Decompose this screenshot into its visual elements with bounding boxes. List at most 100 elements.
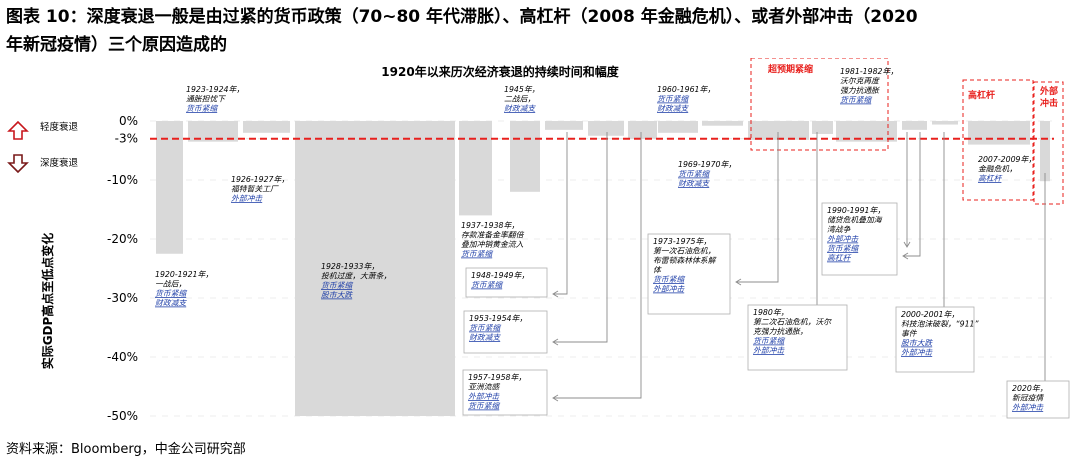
annotation-line: 通胀担忧下 bbox=[186, 95, 226, 104]
annotation-cause-link: 财政减支 bbox=[504, 104, 536, 113]
bar-1960-1961 bbox=[658, 121, 698, 133]
annotation-line: 科技泡沫破裂，“911” bbox=[901, 320, 979, 329]
bar-1981-1982 bbox=[836, 121, 897, 142]
annotation-title: 1945年， bbox=[504, 85, 539, 94]
bar-1953-1954 bbox=[588, 121, 624, 136]
annotation-1948-1949: 1948-1949年，货币紧缩 bbox=[465, 267, 548, 298]
connector-line bbox=[553, 132, 642, 399]
annotation-box bbox=[821, 202, 898, 276]
annotation-line: 第一次石油危机， bbox=[653, 247, 715, 256]
y-tick-label: -40% bbox=[107, 350, 138, 364]
bar-1957-1958 bbox=[628, 121, 657, 139]
annotation-cause-link: 外部冲击 bbox=[901, 348, 933, 357]
annotation-title: 1990-1991年， bbox=[827, 206, 885, 215]
chart-title: 1920年以来历次经济衰退的持续时间和幅度 bbox=[381, 64, 619, 79]
annotation-line: 一战后， bbox=[155, 280, 186, 289]
bar-2000-2001 bbox=[932, 121, 958, 125]
bar-1948-1949 bbox=[545, 121, 583, 130]
legend-deep: 深度衰退 bbox=[40, 157, 79, 169]
y-tick-label: -50% bbox=[107, 409, 138, 423]
annotation-cause-link: 货币紧缩 bbox=[827, 244, 859, 253]
connector-arrowhead bbox=[552, 290, 559, 298]
annotation-box bbox=[465, 267, 548, 298]
annotation-title: 2007-2009年， bbox=[978, 155, 1036, 164]
bar-1937-1938 bbox=[459, 121, 492, 216]
arrow-up-icon bbox=[7, 120, 29, 140]
annotation-line: 体 bbox=[653, 266, 662, 275]
annotation-cause-link: 货币紧缩 bbox=[468, 402, 500, 411]
annotation-title: 1926-1927年， bbox=[231, 175, 289, 184]
annotation-cause-link: 外部冲击 bbox=[653, 285, 685, 294]
annotation-line: 金融危机， bbox=[978, 165, 1017, 174]
annotation-cause-link: 财政减支 bbox=[469, 333, 501, 342]
annotation-cause-link: 货币紧缩 bbox=[840, 96, 872, 105]
annotation-title: 1969-1970年， bbox=[678, 160, 736, 169]
annotation-title: 2020年， bbox=[1012, 384, 1047, 393]
connector-line bbox=[903, 132, 921, 257]
connector-arrowhead bbox=[552, 338, 559, 346]
annotation-title: 1928-1933年， bbox=[321, 262, 379, 271]
annotation-cause-link: 外部冲击 bbox=[231, 194, 263, 203]
annotation-title: 1960-1961年， bbox=[657, 85, 715, 94]
annotation-line: 沃尔克再度 bbox=[840, 77, 880, 86]
connector-arrowhead bbox=[902, 252, 909, 260]
red-box bbox=[962, 79, 1034, 201]
y-tick-label: -20% bbox=[107, 232, 138, 246]
annotation-cause-link: 财政减支 bbox=[678, 179, 710, 188]
connector-line bbox=[553, 132, 608, 343]
annotation-line: 二战后， bbox=[504, 95, 535, 104]
annotation-title: 1937-1938年， bbox=[461, 221, 519, 230]
annotation-title: 1948-1949年， bbox=[471, 271, 529, 280]
annotation-2007-2009: 2007-2009年，金融危机，高杠杆 bbox=[978, 155, 1036, 183]
bar-1980 bbox=[812, 121, 833, 134]
bar-1920-1921 bbox=[156, 121, 183, 254]
bar-1969-1970 bbox=[702, 121, 743, 126]
annotation-cause-link: 股市大跌 bbox=[321, 291, 353, 300]
red-box bbox=[750, 58, 889, 151]
annotation-cause-link: 货币紧缩 bbox=[321, 281, 353, 290]
annotation-box bbox=[747, 304, 848, 371]
bar-1926-1927 bbox=[243, 121, 290, 133]
annotation-title: 1980年， bbox=[753, 308, 788, 317]
annotation-cause-link: 财政减支 bbox=[657, 104, 689, 113]
bar-1973-1975 bbox=[748, 121, 809, 140]
annotation-1945: 1945年，二战后，财政减支 bbox=[504, 85, 539, 113]
annotation-line: 亚洲流感 bbox=[468, 383, 500, 392]
annotation-line: 湾战争 bbox=[827, 225, 852, 234]
annotation-cause-link: 货币紧缩 bbox=[461, 250, 493, 259]
annotation-cause-link: 高杠杆 bbox=[827, 254, 852, 263]
annotation-cause-link: 货币紧缩 bbox=[678, 170, 710, 179]
y-axis-label: 实际GDP高点至低点变化 bbox=[40, 233, 55, 370]
bar-2020 bbox=[1040, 121, 1050, 182]
annotation-cause-link: 高杠杆 bbox=[978, 174, 1003, 183]
annotation-line: 福特暂关工厂 bbox=[231, 185, 279, 194]
annotation-title: 1923-1924年， bbox=[186, 85, 244, 94]
y-tick-label: -30% bbox=[107, 291, 138, 305]
annotation-cause-link: 货币紧缩 bbox=[155, 289, 187, 298]
annotation-box bbox=[895, 306, 975, 373]
bar-1945 bbox=[510, 121, 540, 192]
red-boxes: 超预期紧缩高杠杆外部冲击 bbox=[750, 58, 1064, 205]
annotation-cause-link: 货币紧缩 bbox=[657, 95, 689, 104]
annotation-line: 布雷顿森林体系解 bbox=[653, 256, 717, 265]
red-box-label: 超预期紧缩 bbox=[767, 63, 813, 75]
annotation-line: 投机过度，大萧条， bbox=[321, 272, 391, 281]
bar-1929-1933 bbox=[295, 121, 455, 416]
annotation-cause-link: 外部冲击 bbox=[468, 392, 500, 401]
annotation-cause-link: 外部冲击 bbox=[753, 346, 785, 355]
y-tick-label: -3% bbox=[115, 132, 138, 146]
annotation-line: 强力抗通胀 bbox=[840, 86, 880, 95]
annotation-connectors bbox=[552, 132, 1049, 402]
annotation-line: 第二次石油危机，沃尔 bbox=[753, 318, 832, 327]
annotations: 1920-1921年，一战后，货币紧缩财政减支1923-1924年，通胀担忧下货… bbox=[155, 67, 1070, 419]
connector-arrowhead bbox=[552, 394, 559, 402]
annotation-box bbox=[462, 369, 548, 416]
